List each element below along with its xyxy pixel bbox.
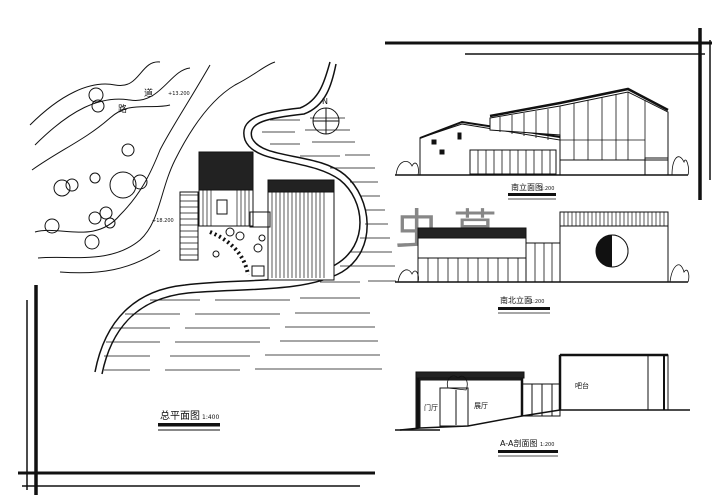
tree-symbol: [104, 217, 116, 229]
tree-symbol: [44, 218, 60, 234]
tree-symbol: [84, 234, 100, 250]
site-plan-title-block: 总平面图 1:400: [158, 409, 220, 431]
contour-line: [29, 61, 161, 126]
contour-line: [34, 67, 191, 146]
tree-in-section: [446, 375, 468, 391]
roof-hatch: [271, 192, 325, 278]
tree-symbol: [212, 250, 220, 258]
road-label: 路: [118, 103, 127, 115]
tree-symbol: [121, 143, 135, 157]
building-block: [198, 151, 254, 191]
tree-symbol: [91, 99, 105, 113]
building-block: [198, 189, 254, 227]
site-plan-title: 总平面图: [160, 409, 200, 422]
section-scale: 1:200: [540, 442, 554, 448]
road-label: 道: [144, 87, 153, 99]
tree-symbol: [65, 178, 79, 192]
contour-line: [59, 249, 161, 274]
tree-symbol: [225, 227, 235, 237]
elevation-mark: +13.200: [168, 91, 190, 97]
building-connector: [249, 211, 271, 228]
elev-volume-mid: [525, 242, 561, 283]
tree-symbol: [109, 171, 137, 199]
road-inner: [101, 63, 368, 375]
shrub: [395, 160, 419, 176]
road-outer: [94, 61, 361, 373]
water-hatch: [104, 117, 396, 371]
east-elev-scale: 1:200: [530, 299, 544, 305]
contour-line: [34, 64, 211, 233]
room-label: 展厅: [474, 402, 488, 410]
tree-symbol: [53, 179, 71, 197]
section-title-block: A-A剖面图 1:200: [498, 438, 558, 457]
sheet-frame: [18, 28, 712, 495]
tree-symbol: [88, 211, 102, 225]
roof-hatch: [202, 190, 250, 226]
south-elevation: [395, 87, 689, 176]
stairs: [180, 194, 198, 256]
tree-symbol: [89, 172, 101, 184]
tree-symbol: [88, 87, 104, 103]
elevation-mark: +18.200: [152, 218, 174, 224]
contour-line: [31, 104, 171, 171]
section-title: A-A剖面图: [500, 438, 537, 448]
east-elev-title-block: 南北立面 1:200: [498, 295, 550, 314]
contour-line: [37, 61, 276, 259]
tree-symbol: [132, 174, 148, 190]
south-elev-title-block: 南立面图 1:200: [508, 182, 556, 200]
north-label: N: [322, 97, 328, 106]
shrub: [671, 156, 689, 176]
section-aa: [395, 353, 690, 431]
tree-symbol: [258, 234, 266, 242]
south-elev-title: 南立面图: [511, 182, 543, 192]
east-elev-title: 南北立面: [500, 295, 532, 305]
stairs-frame: [179, 191, 199, 261]
terrace-table: [251, 265, 265, 277]
site-plan: N: [29, 61, 396, 375]
terrace-arc: [209, 230, 250, 276]
shrub: [397, 269, 419, 283]
room-label: 吧台: [575, 381, 589, 390]
east-elevation: [395, 211, 690, 283]
site-plan-scale: 1:400: [202, 414, 219, 421]
tree-symbol: [99, 206, 113, 220]
shrub: [669, 264, 690, 283]
tree-symbol: [235, 231, 245, 241]
tree-symbol: [253, 243, 263, 253]
building-roof: [267, 179, 335, 193]
building-entry: [216, 199, 228, 215]
room-label: 门厅: [424, 403, 438, 412]
south-elev-scale: 1:200: [540, 186, 554, 192]
